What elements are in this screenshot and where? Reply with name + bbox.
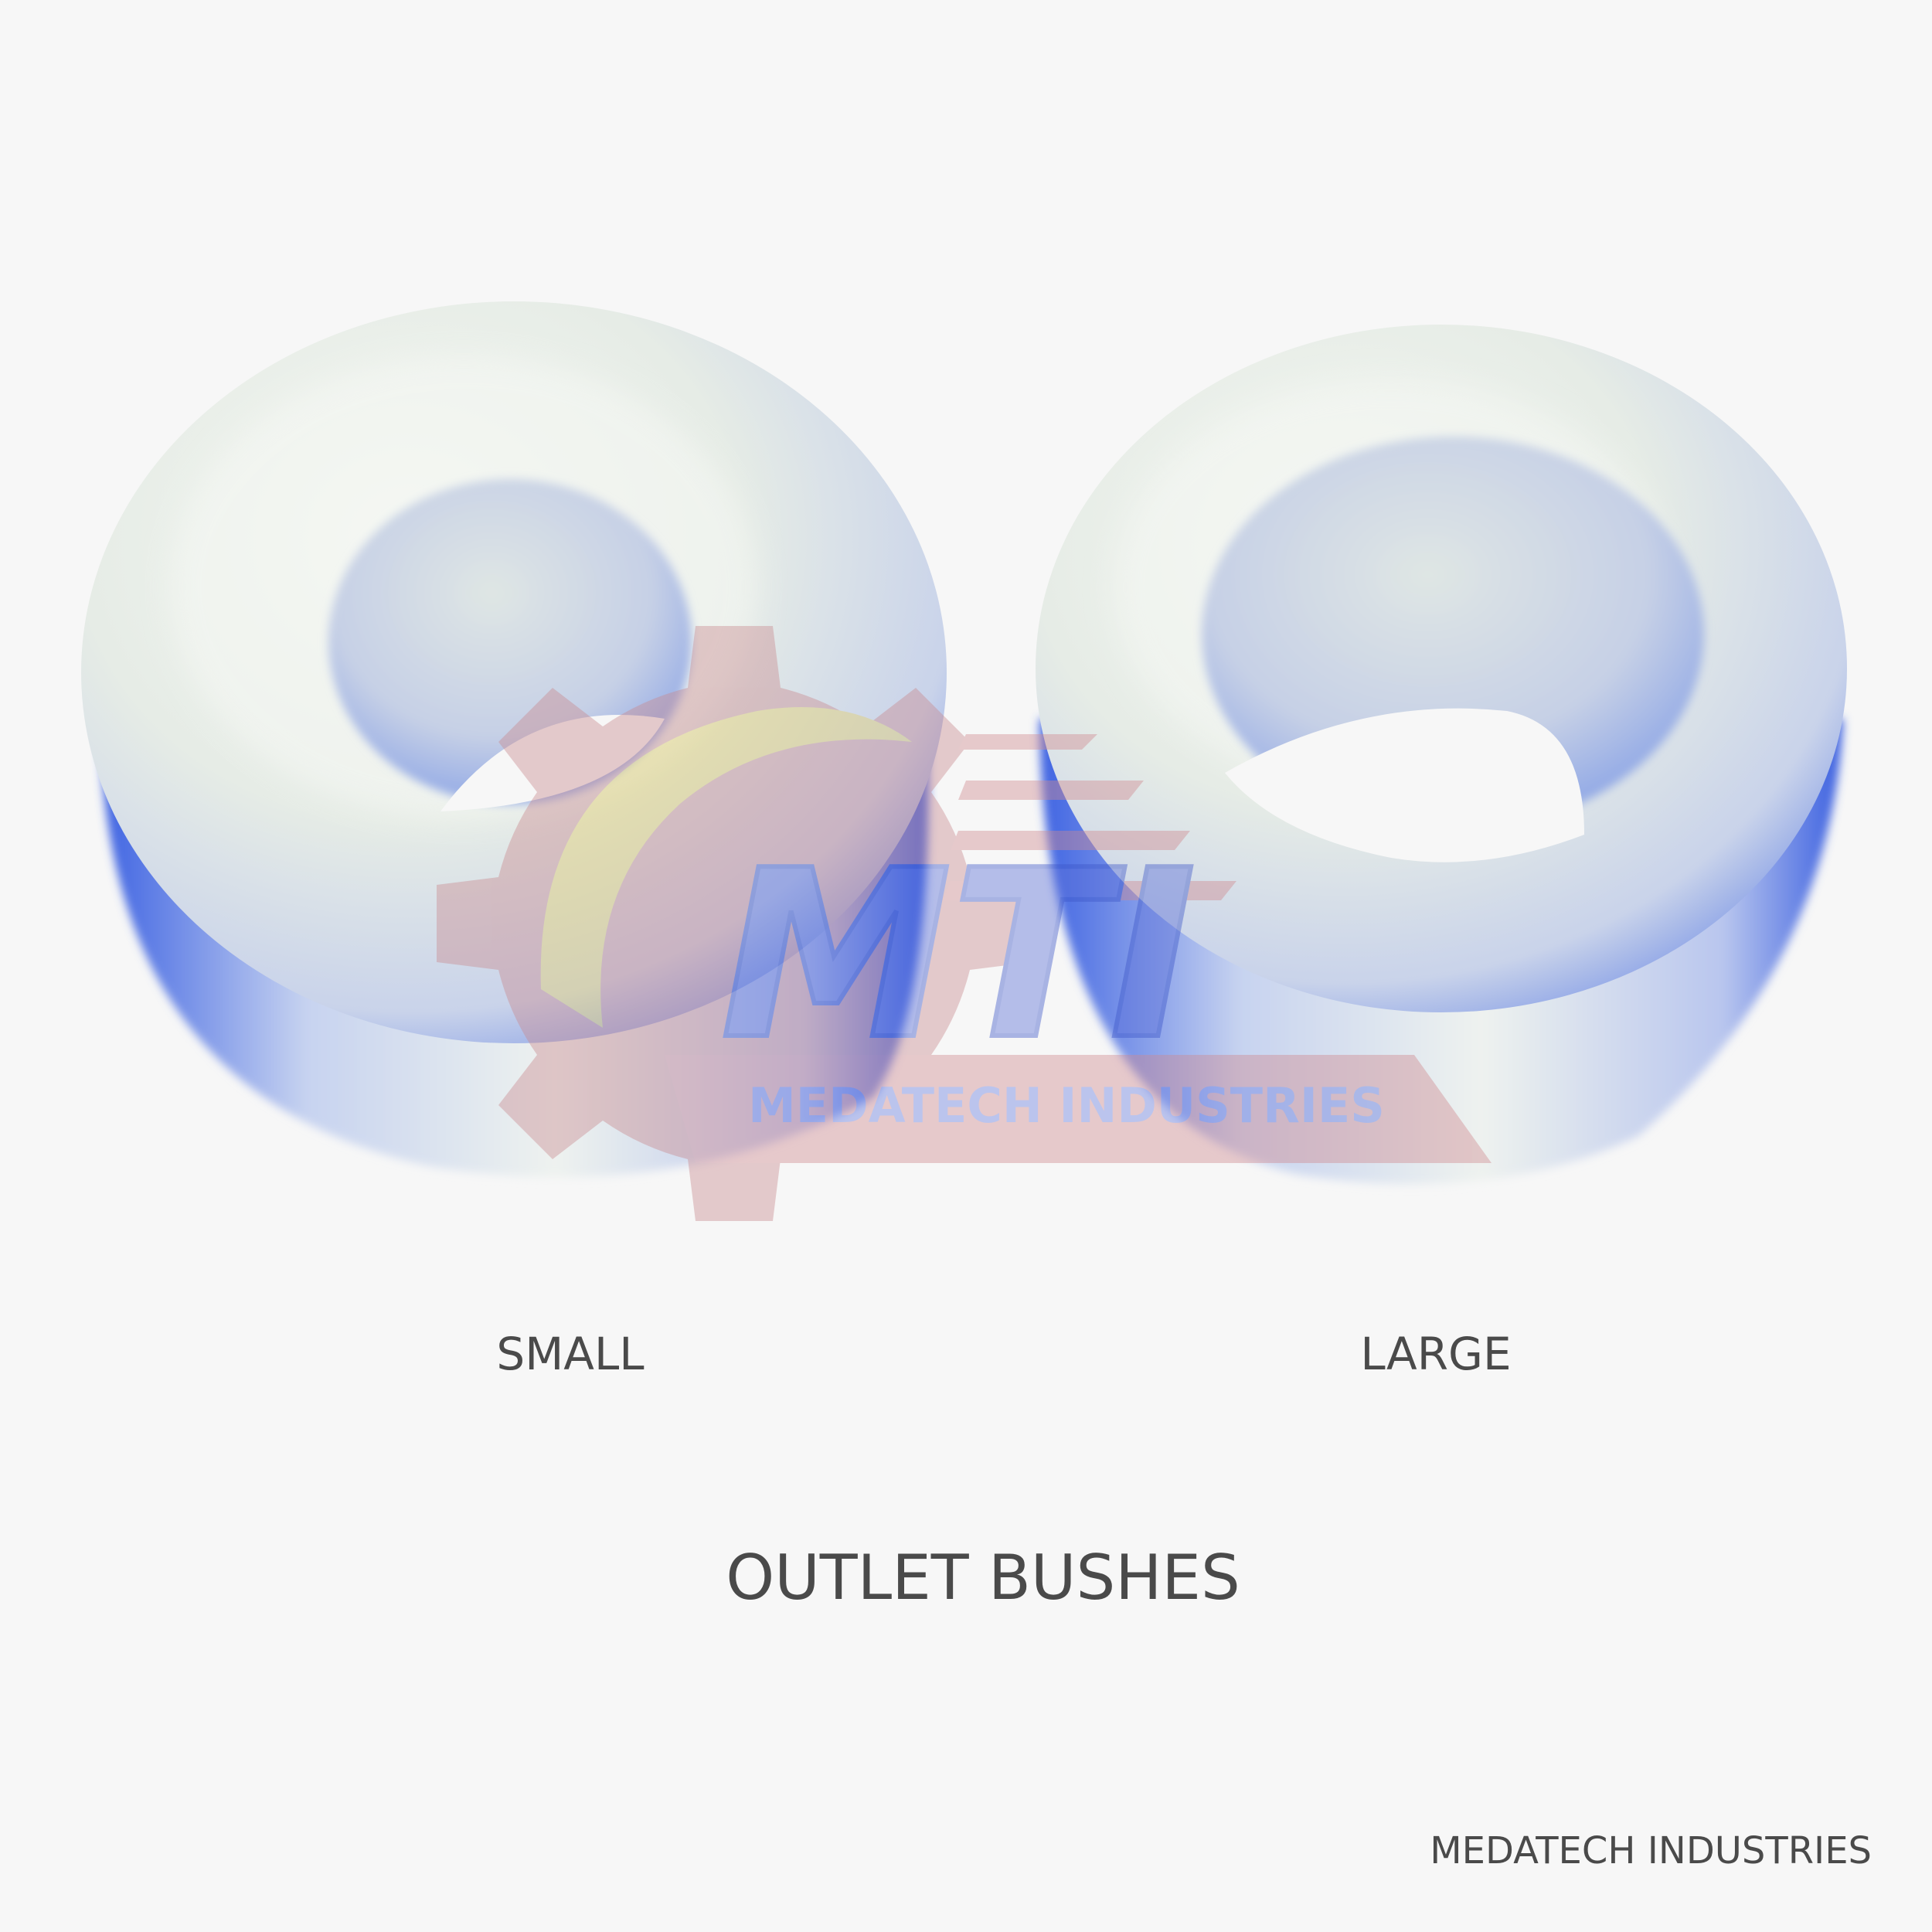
- label-large: LARGE: [1360, 1328, 1512, 1380]
- arc-mark: [540, 707, 912, 1028]
- product-title: OUTLET BUSHES: [726, 1542, 1240, 1614]
- gear-icon: [437, 626, 1032, 1221]
- watermark-company: MEDATECH INDUSTRIES: [748, 1077, 1385, 1134]
- speed-lines: [943, 734, 1236, 900]
- large-bush: [1036, 325, 1847, 1185]
- small-bush: [81, 301, 947, 1178]
- watermark-logo: MTI MEDATECH INDUSTRIES: [437, 626, 1492, 1221]
- watermark-monogram: MTI: [721, 821, 1196, 1090]
- label-small: SMALL: [496, 1328, 645, 1380]
- footer-brand: MEDATECH INDUSTRIES: [1430, 1829, 1872, 1872]
- banner: [665, 1055, 1492, 1163]
